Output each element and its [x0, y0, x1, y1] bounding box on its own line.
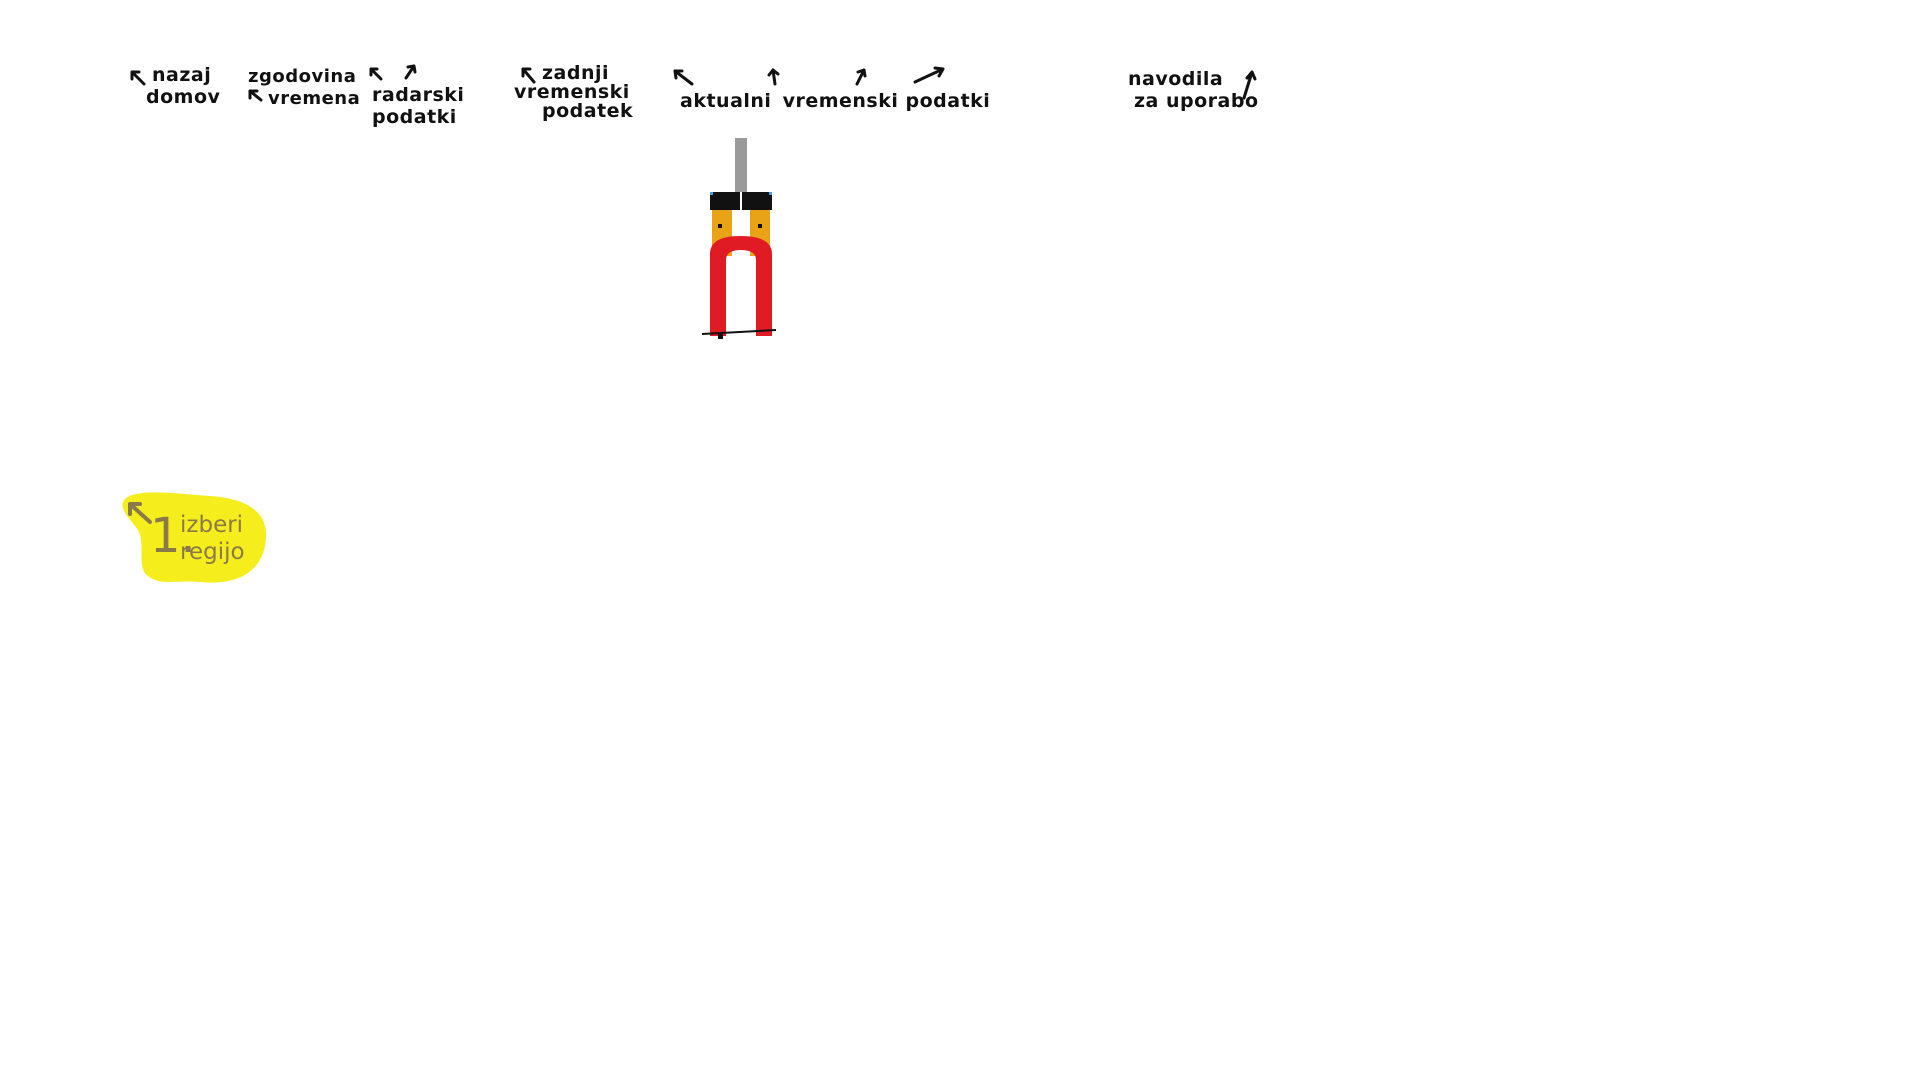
hint-line1: izberi [180, 512, 244, 538]
nav-current-weather-data-word3: podatki [905, 90, 991, 112]
nav-current-weather-data-link[interactable]: aktualni vremenski podatki [680, 90, 990, 112]
arrow-podatki-right-icon [913, 66, 945, 84]
arrow-radarski-right-icon [404, 64, 417, 80]
nav-back-home-link[interactable]: nazaj domov [146, 64, 220, 108]
nav-back-home-line1: nazaj [152, 64, 212, 86]
hint-highlight-blob [122, 492, 267, 583]
nav-current-weather-data-word1: aktualni [680, 90, 772, 112]
nav-radar-data-link[interactable]: radarski podatki [372, 84, 464, 128]
hint-arrow-icon [128, 502, 152, 524]
arrow-zadnji-icon [521, 67, 536, 84]
arrow-radarski-left-icon [369, 67, 383, 81]
tower-window-right [758, 224, 762, 228]
tower-base-line [701, 329, 777, 335]
nav-current-weather-data-word2: vremenski [782, 90, 899, 112]
tower-light-right [769, 192, 772, 195]
arrow-podatki-left-icon [855, 68, 867, 86]
tower-red-arch [710, 236, 772, 336]
hint-text: izberi regijo [180, 512, 245, 566]
tower-top-left [710, 192, 740, 210]
arrow-vremenski-icon [767, 68, 780, 86]
arrow-aktualni-icon [673, 69, 694, 86]
nav-weather-history-line2: vremena [268, 88, 361, 109]
tower-base-foot [718, 334, 723, 339]
tower-light-left [710, 192, 713, 195]
tower-antenna [735, 138, 747, 192]
tower-top-right [742, 192, 772, 210]
nav-back-home-line2: domov [146, 86, 221, 108]
nav-user-guide-line1: navodila [1128, 68, 1224, 90]
nav-user-guide-line2: za uporabo [1134, 90, 1259, 112]
arrow-navodila-icon [1242, 70, 1257, 100]
nav-last-weather-record-line1: zadnji [542, 62, 610, 84]
nav-last-weather-record-link[interactable]: zadnji vremenski podatek [514, 64, 633, 121]
hint-line2: regijo [180, 539, 245, 565]
hint-step-number: 1. [150, 508, 196, 564]
weather-tower-icon[interactable] [700, 136, 780, 340]
tower-window-left [718, 224, 722, 228]
nav-weather-history-line1: zgodovina [248, 66, 357, 87]
nav-radar-data-line2: podatki [372, 106, 457, 128]
nav-radar-data-line1: radarski [372, 84, 465, 106]
nav-last-weather-record-line2: vremenski [514, 81, 630, 103]
arrow-zgodovina-icon [248, 89, 263, 102]
nav-user-guide-link[interactable]: navodila za uporabo [1128, 68, 1259, 112]
nav-last-weather-record-line3: podatek [542, 100, 634, 122]
nav-weather-history-link[interactable]: zgodovina vremena [248, 66, 360, 110]
arrow-nazaj-icon [130, 70, 146, 86]
